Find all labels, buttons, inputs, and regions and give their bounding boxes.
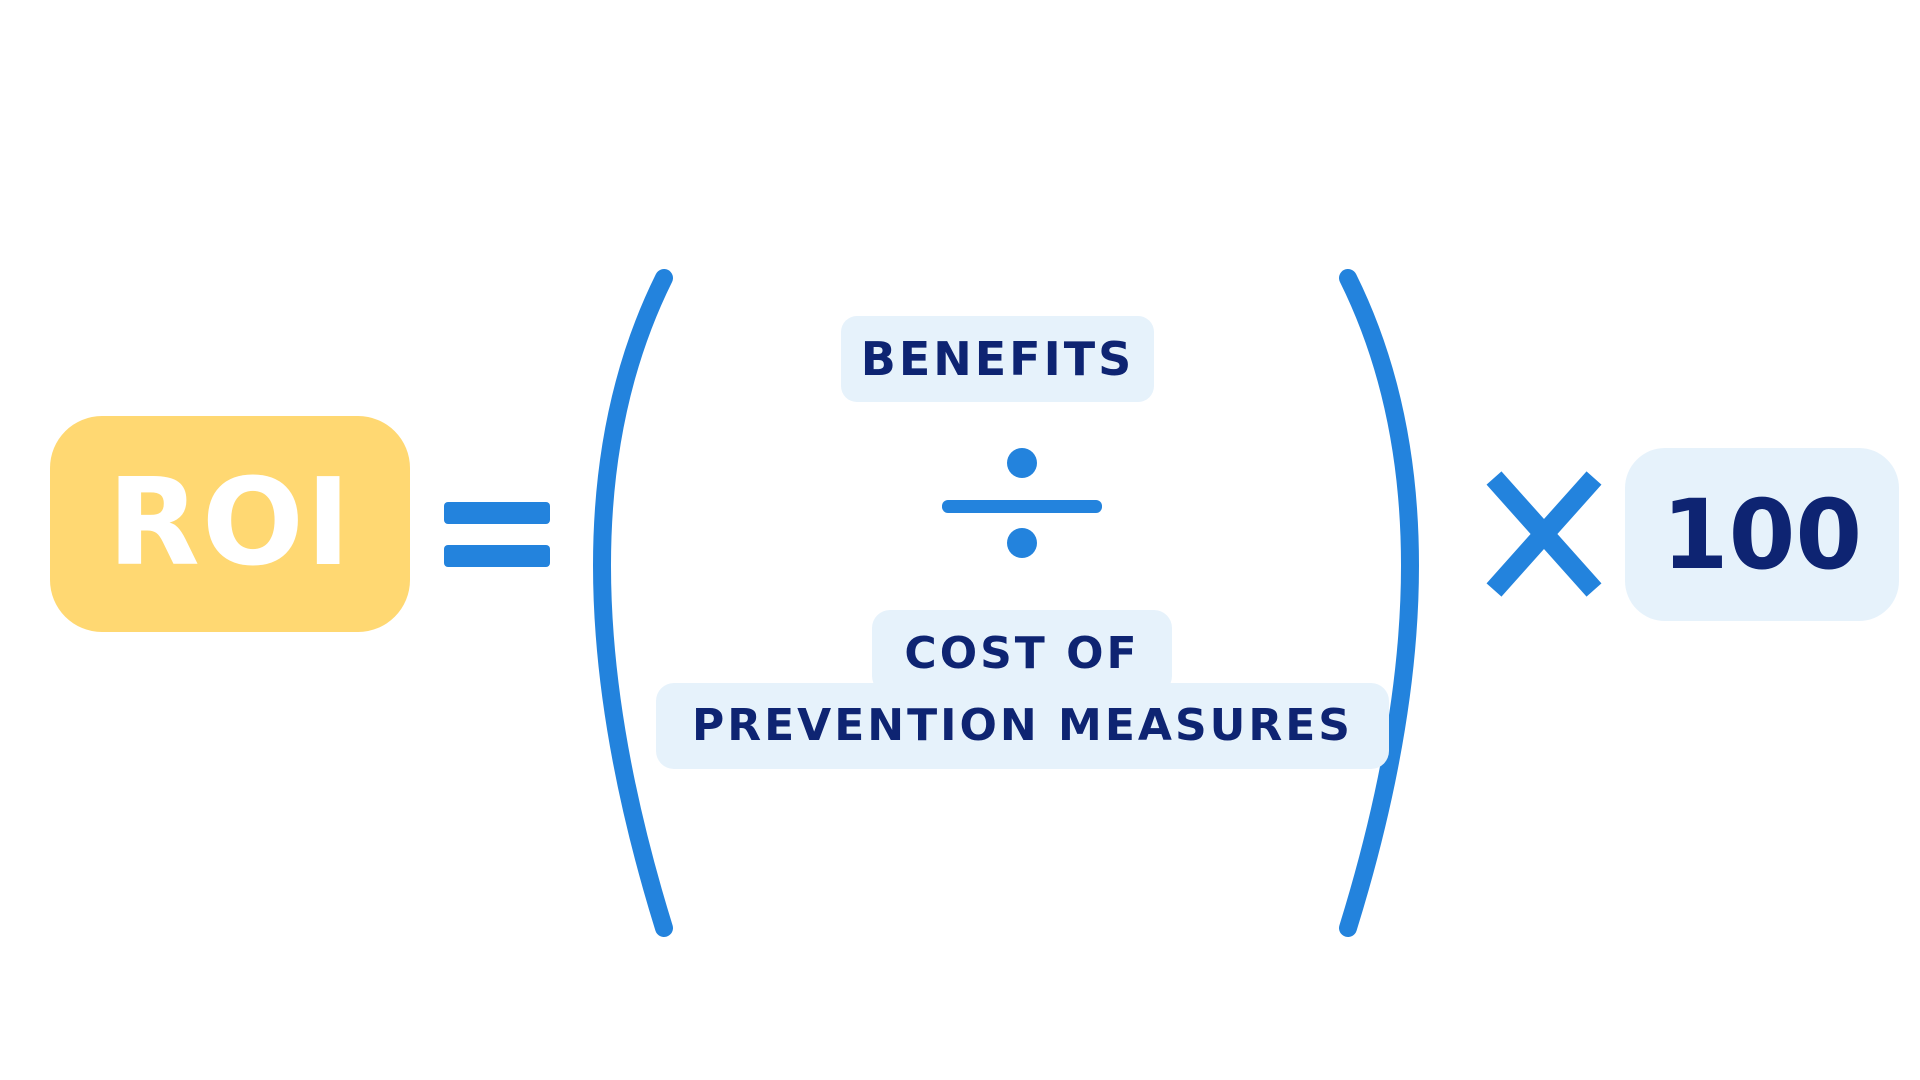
divide-icon [942, 448, 1102, 558]
left-parenthesis [593, 269, 673, 937]
roi-box: ROI [50, 416, 410, 632]
equals-bottom-bar [444, 545, 550, 567]
times-icon [1486, 471, 1602, 597]
multiplier-label: 100 [1661, 478, 1863, 591]
numerator-label: BENEFITS [860, 332, 1135, 386]
right-parenthesis [1339, 269, 1419, 937]
multiplier-box: 100 [1625, 448, 1899, 621]
equals-top-bar [444, 502, 550, 524]
roi-label: ROI [107, 454, 353, 593]
numerator-box: BENEFITS [841, 316, 1154, 402]
denominator-box-top: COST OF [872, 610, 1172, 694]
denominator-line1: COST OF [904, 628, 1140, 679]
denominator-box-bottom: PREVENTION MEASURES [656, 683, 1389, 769]
denominator-line2: PREVENTION MEASURES [692, 700, 1353, 751]
